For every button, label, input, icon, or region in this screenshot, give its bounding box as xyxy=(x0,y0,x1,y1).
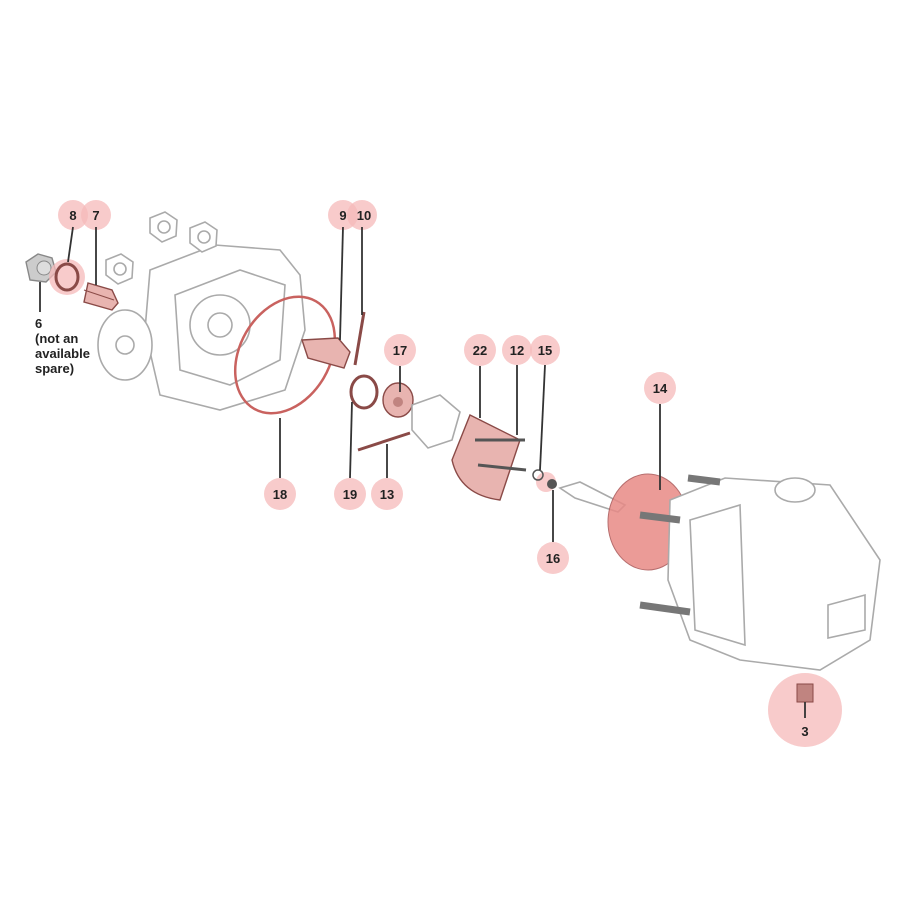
diagram-shape xyxy=(537,542,569,574)
diagram-shape xyxy=(207,312,233,338)
diagram-shape xyxy=(157,220,171,234)
callout-3: 3 xyxy=(801,724,808,739)
callout-12: 12 xyxy=(510,343,524,358)
diagram-shape xyxy=(113,262,127,276)
callout-17: 17 xyxy=(393,343,407,358)
diagram-shape xyxy=(197,230,211,244)
note-line: (not an xyxy=(35,331,79,346)
note-line: available xyxy=(35,346,90,361)
callout-6: 6 xyxy=(35,316,43,331)
callout-7: 7 xyxy=(92,208,99,223)
plate-grey xyxy=(411,394,461,449)
ring-part-15 xyxy=(532,469,544,481)
diagram-shape xyxy=(36,260,52,276)
diagram-shape xyxy=(353,311,366,366)
note-line: spare) xyxy=(35,361,75,376)
diagram-shape xyxy=(371,478,403,510)
diagram-shape xyxy=(384,334,416,366)
pump-body-left xyxy=(97,211,306,411)
ball-part-16 xyxy=(547,479,557,489)
diagram-shape xyxy=(639,511,681,524)
callout-14: 14 xyxy=(653,381,668,396)
nut-icon xyxy=(189,221,218,253)
plug-part-3 xyxy=(796,683,814,703)
diagram-shape xyxy=(339,226,344,341)
pump-body-right xyxy=(639,474,881,671)
diagram-shape xyxy=(464,334,496,366)
diagram-shape xyxy=(539,364,546,471)
diagram-shape xyxy=(774,477,816,503)
callout-22: 22 xyxy=(473,343,487,358)
disc-part-17 xyxy=(382,382,414,418)
diagram-shape xyxy=(644,372,676,404)
callout-6-note: 6 (not an available spare) xyxy=(35,316,90,376)
callout-8: 8 xyxy=(69,208,76,223)
callout-19: 19 xyxy=(343,487,357,502)
callout-10: 10 xyxy=(357,208,371,223)
leader-lines xyxy=(39,226,806,718)
cover-part-22 xyxy=(451,414,527,501)
o-ring-part-19 xyxy=(349,374,379,410)
diagram-shape xyxy=(502,335,532,365)
diagram-shape xyxy=(81,200,111,230)
strainer-part-7 xyxy=(83,282,119,311)
diagram-shape xyxy=(827,593,866,639)
diagram-shape xyxy=(58,200,88,230)
diagram-shape xyxy=(301,337,351,369)
diagram-shape xyxy=(451,414,521,501)
callout-9: 9 xyxy=(339,208,346,223)
nut-icon xyxy=(149,211,178,243)
diagram-shape xyxy=(334,478,366,510)
diagram-shape xyxy=(687,474,721,486)
diagram-shape xyxy=(477,463,527,472)
diagram-shape xyxy=(393,397,403,407)
valve-part-9 xyxy=(301,311,366,369)
gasket-part-18 xyxy=(233,295,337,415)
diagram-shape xyxy=(639,601,691,616)
callout-18: 18 xyxy=(273,487,287,502)
diagram-shape xyxy=(115,335,135,355)
diagram-shape xyxy=(347,200,377,230)
diagram-shape xyxy=(83,289,115,301)
diagram-shape xyxy=(264,478,296,510)
diagram-shape xyxy=(689,503,746,647)
callout-13: 13 xyxy=(380,487,394,502)
diagram-shape xyxy=(67,226,74,263)
seal-part-8 xyxy=(54,262,80,292)
diagram-shape xyxy=(796,683,814,703)
callout-16: 16 xyxy=(546,551,560,566)
pin-part-13 xyxy=(357,431,411,452)
diagram-shape xyxy=(530,335,560,365)
callout-15: 15 xyxy=(538,343,552,358)
nut-icon xyxy=(105,253,134,285)
diagram-shape xyxy=(349,401,353,479)
diagram-shape xyxy=(83,282,119,311)
